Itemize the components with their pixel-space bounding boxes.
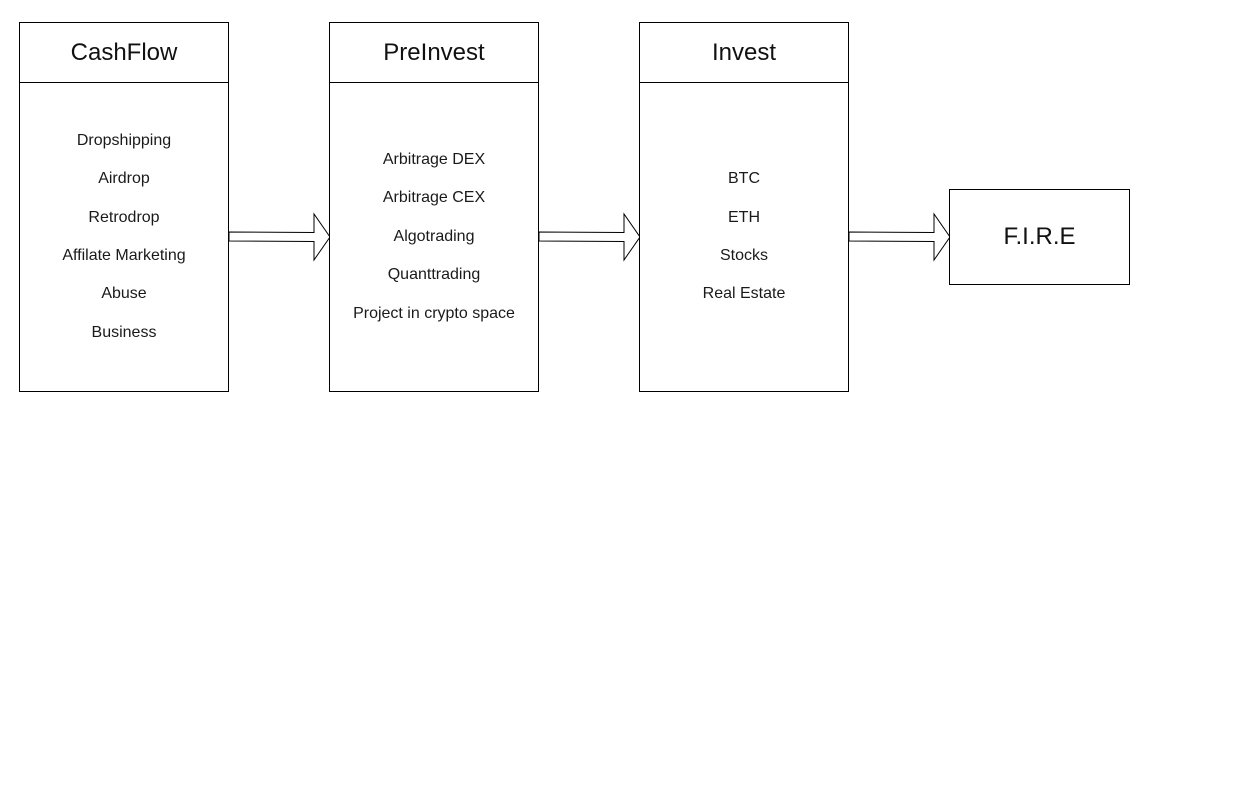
stage-item: Algotrading (393, 227, 475, 245)
stage-item: Airdrop (98, 170, 150, 188)
right-arrow-icon (848, 212, 951, 262)
stage-item: BTC (728, 170, 760, 188)
stage-item: Business (91, 323, 157, 341)
stage-item: Project in crypto space (353, 304, 515, 322)
stage-item: Retrodrop (88, 208, 160, 226)
stage-item: Affilate Marketing (62, 247, 186, 264)
stage-items: Dropshipping Airdrop Retrodrop Affilate … (20, 83, 228, 391)
goal-label: F.I.R.E (1003, 223, 1076, 250)
stage-item: ETH (728, 208, 760, 226)
stage-cashflow: CashFlow Dropshipping Airdrop Retrodrop … (19, 22, 229, 392)
stage-title: PreInvest (330, 23, 538, 83)
stage-item: Dropshipping (76, 131, 172, 149)
stage-item: Abuse (101, 285, 147, 303)
stage-item: Quanttrading (387, 266, 481, 284)
right-arrow-icon (538, 212, 641, 262)
right-arrow-icon (228, 212, 331, 262)
goal-box: F.I.R.E (949, 189, 1130, 285)
stage-item: Arbitrage CEX (382, 189, 486, 207)
stage-title: CashFlow (20, 23, 228, 83)
stage-preinvest: PreInvest Arbitrage DEX Arbitrage CEX Al… (329, 22, 539, 392)
stage-items: Arbitrage DEX Arbitrage CEX Algotrading … (330, 83, 538, 391)
stage-item: Stocks (719, 247, 768, 264)
stage-invest: Invest BTC ETH Stocks Real Estate (639, 22, 849, 392)
stage-item: Arbitrage DEX (382, 150, 486, 168)
stage-item: Real Estate (702, 285, 786, 303)
stage-items: BTC ETH Stocks Real Estate (640, 83, 848, 391)
stage-title: Invest (640, 23, 848, 83)
